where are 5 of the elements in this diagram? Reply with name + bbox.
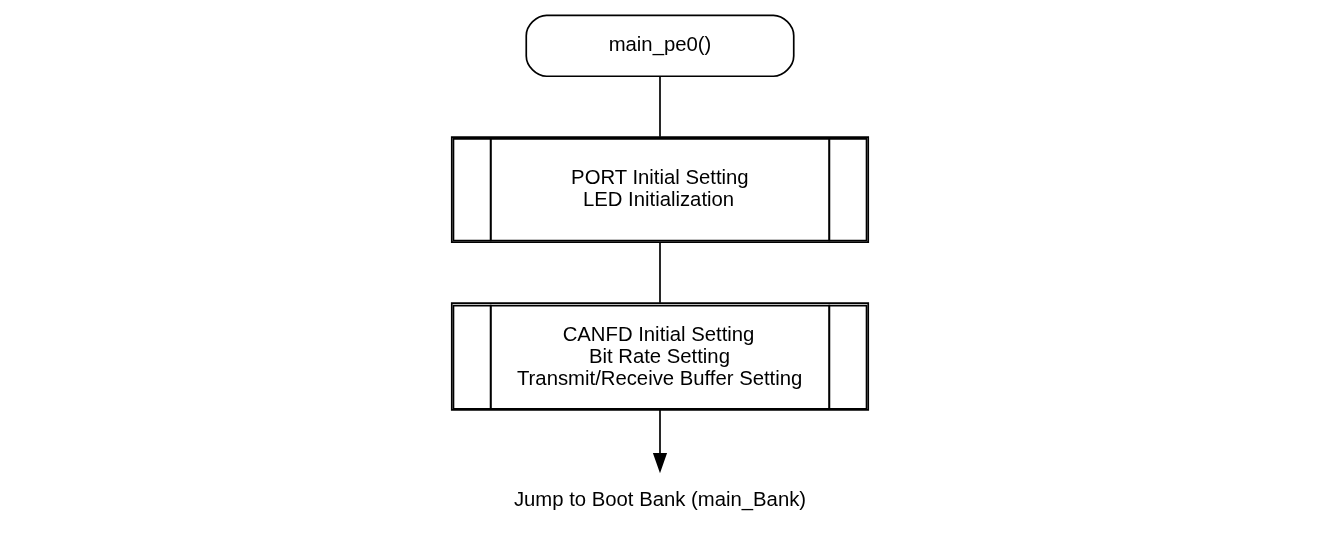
arrow bbox=[652, 409, 667, 474]
connector bbox=[658, 75, 661, 138]
connector bbox=[658, 241, 661, 304]
node-box: main_pe0() bbox=[524, 14, 795, 78]
node-text: Jump to Boot Bank (main_Bank) bbox=[513, 488, 806, 511]
